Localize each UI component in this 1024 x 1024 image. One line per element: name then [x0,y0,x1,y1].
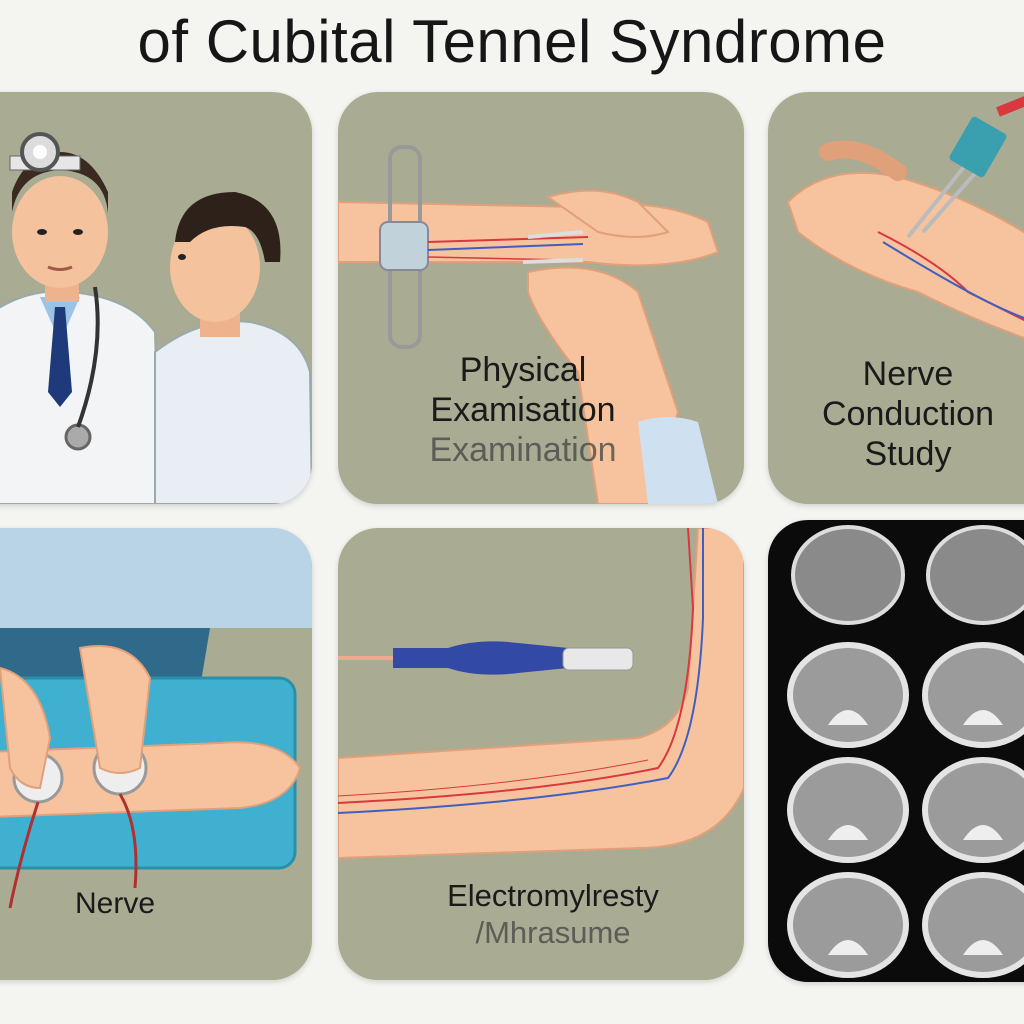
label-line-2: Examisation [430,391,616,430]
emg-panel: Electromylresty /Mhrasume [338,528,744,980]
nerve-conduction-label: Nerve Conduction Study [788,354,1024,474]
physical-examination-panel: Physical Examisation Examination [338,92,744,504]
physical-examination-label: Physical Examisation Examination [398,350,648,470]
mri-slice-row-1 [791,525,1024,625]
page-title: of Cubital Tennel Syndrome [137,8,887,75]
mri-scan-grid [787,525,1024,978]
hand-electrode-illustration [786,96,1024,339]
label-line-1: Physical [459,351,587,389]
arm-examination-illustration [338,145,720,504]
mri-slice-row-2 [787,642,1024,748]
mri-panel [768,520,1024,982]
label-line-3: Study [864,435,952,474]
doctor-patient-panel [0,92,312,504]
label-line-1: Nerve [862,355,954,393]
doctor-patient-illustration [0,132,312,504]
emg-label: Electromylresty /Mhrasume [408,878,698,951]
label-line-2: Conduction [821,395,994,434]
nerve-conduction-panel: Nerve Conduction Study [768,92,1024,504]
emg-arm-illustration [338,528,744,860]
label-line-3: Examination [429,431,617,470]
label-line-1: Electromylresty [447,878,659,913]
nerve-panel: Nerve [0,528,312,980]
nerve-label: Nerve [74,887,156,920]
mri-slice-row-4 [787,872,1024,978]
electrode-arm-illustration [0,528,312,909]
label-line-2: /Mhrasume [475,914,631,950]
mri-slice-row-3 [787,757,1024,863]
